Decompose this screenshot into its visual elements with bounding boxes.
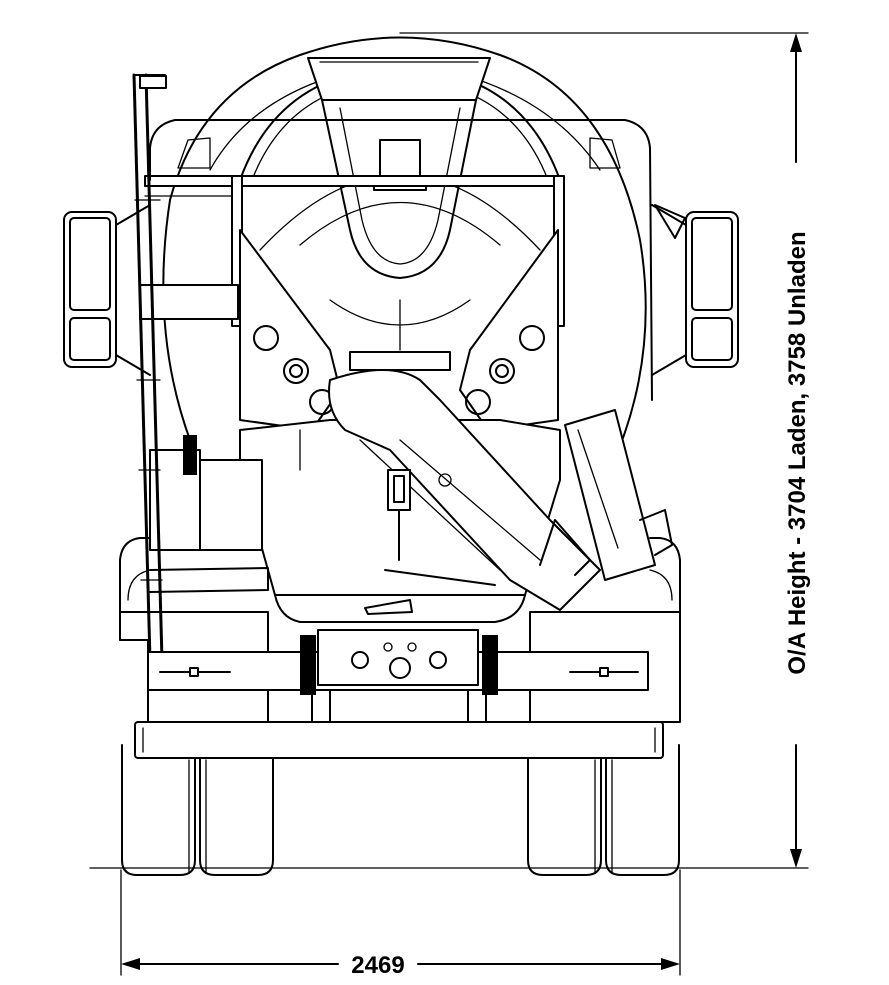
left-side-panel	[139, 284, 269, 593]
discharge-chute	[328, 369, 601, 611]
hydraulic-ram	[364, 469, 496, 615]
rear-crossmember	[147, 629, 649, 723]
fold-chute	[564, 409, 673, 581]
drum-support-frame	[239, 229, 559, 431]
cab-outline	[149, 119, 653, 401]
height-dimension	[89, 32, 809, 869]
rear-bumper	[134, 721, 664, 759]
width-label: 2469	[351, 952, 404, 979]
rear-wheels	[121, 744, 680, 876]
tire-tops	[119, 537, 681, 641]
width-dimension	[120, 869, 681, 976]
right-mirror	[651, 204, 739, 376]
left-mirror	[63, 204, 151, 376]
hopper	[307, 57, 491, 279]
ladder	[132, 73, 167, 662]
height-label: O/A Height - 3704 Laden, 3758 Unladen	[784, 231, 811, 674]
